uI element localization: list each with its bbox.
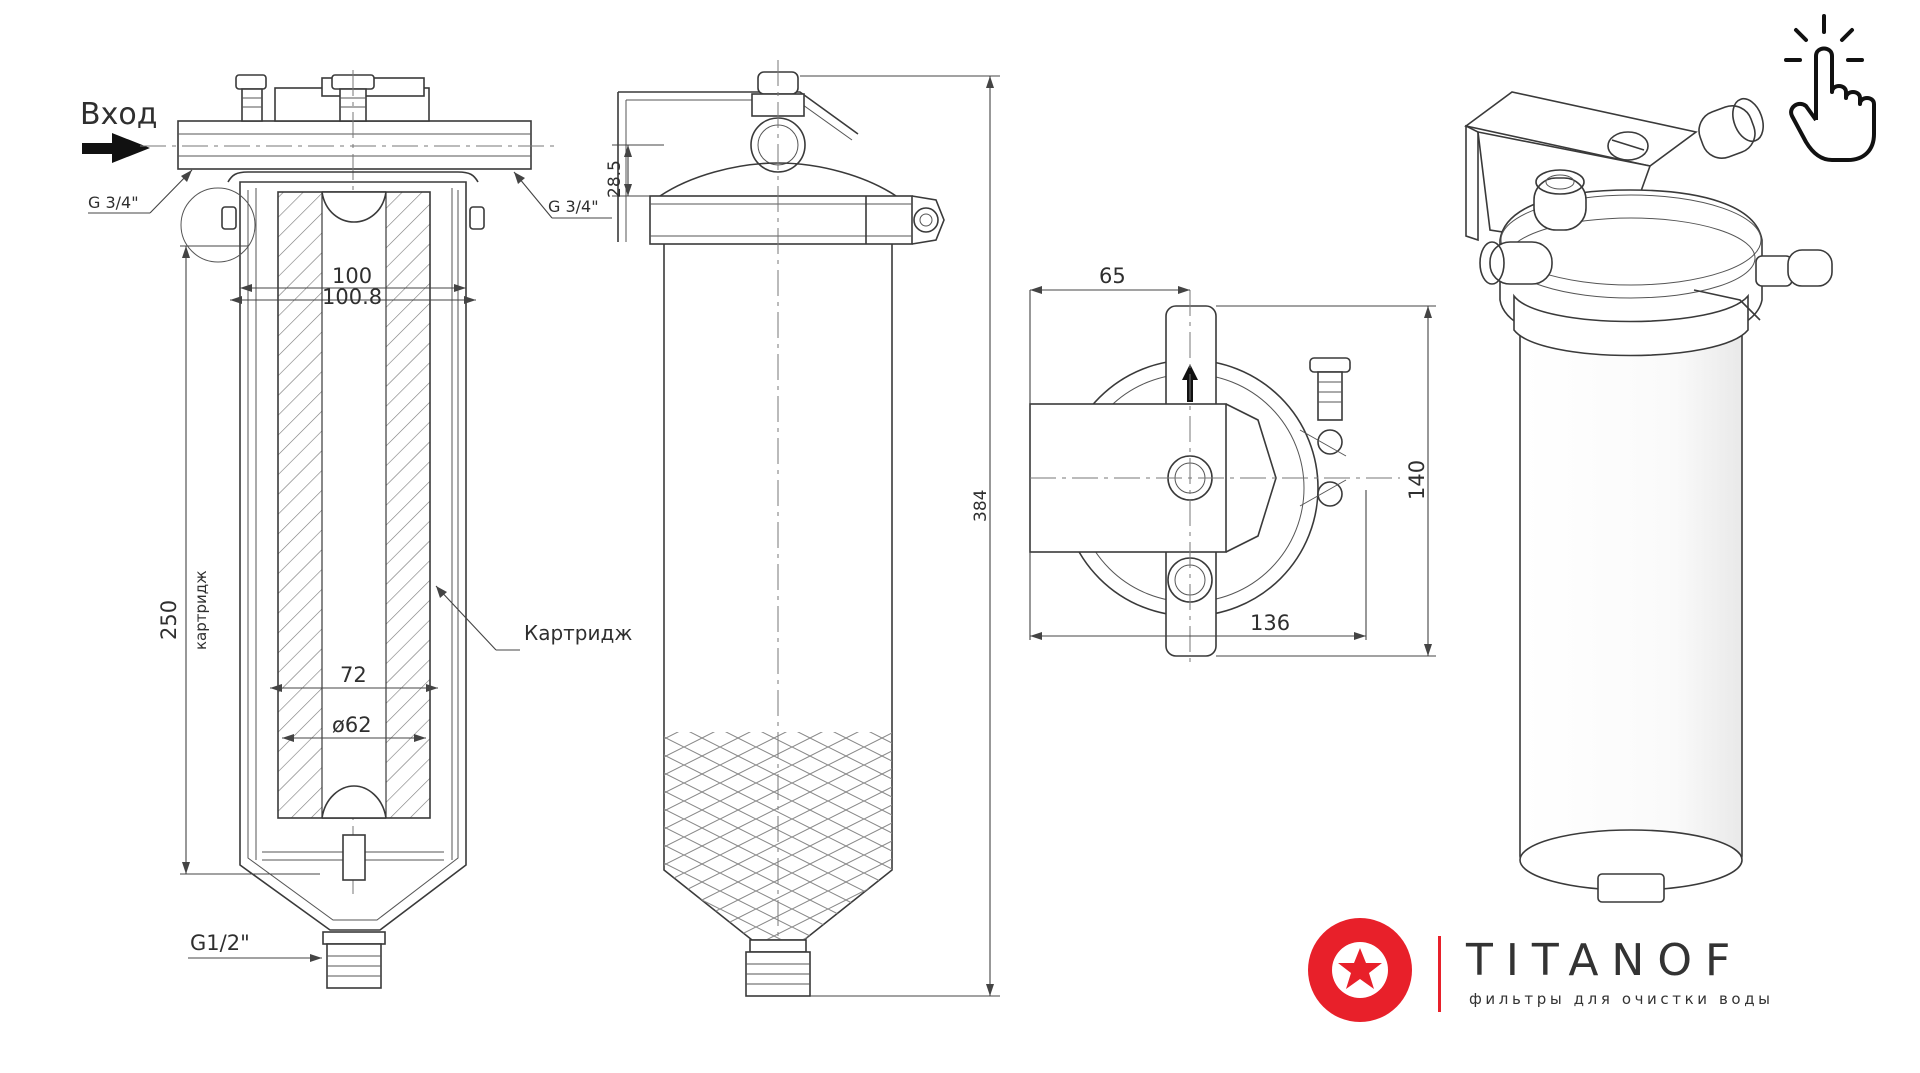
- side-view: 28.5 384: [605, 60, 1000, 997]
- dim-100-8: 100.8: [322, 285, 382, 309]
- section-view: Вход: [80, 70, 632, 989]
- brand-tagline: фильтры для очистки воды: [1469, 990, 1774, 1008]
- arrow-right-icon: [82, 133, 150, 163]
- dim-100: 100: [332, 264, 372, 288]
- top-view: 65 136 140: [1029, 264, 1436, 665]
- dim-140: 140: [1405, 460, 1429, 500]
- cartridge-label: Картридж: [524, 621, 632, 645]
- inlet-label: Вход: [80, 97, 157, 132]
- hand-tap-icon[interactable]: [1784, 14, 1876, 162]
- cartridge-vertical-label: картридж: [192, 570, 210, 650]
- dim-28-5: 28.5: [605, 160, 625, 198]
- titanof-logo: [1308, 918, 1441, 1022]
- dim-250: 250: [157, 600, 181, 640]
- dim-136: 136: [1250, 611, 1290, 635]
- dim-65: 65: [1099, 264, 1126, 288]
- g12-label: G1/2": [190, 931, 250, 955]
- brand-name: TITANOF: [1466, 935, 1744, 986]
- g34-right-label: G 3/4": [548, 197, 599, 216]
- isometric-view: [1464, 91, 1833, 903]
- dim-384: 384: [971, 490, 991, 522]
- dim-72: 72: [340, 663, 367, 687]
- star-icon: [1338, 948, 1382, 989]
- g34-left-label: G 3/4": [88, 193, 139, 212]
- dim-62: ø62: [332, 713, 372, 737]
